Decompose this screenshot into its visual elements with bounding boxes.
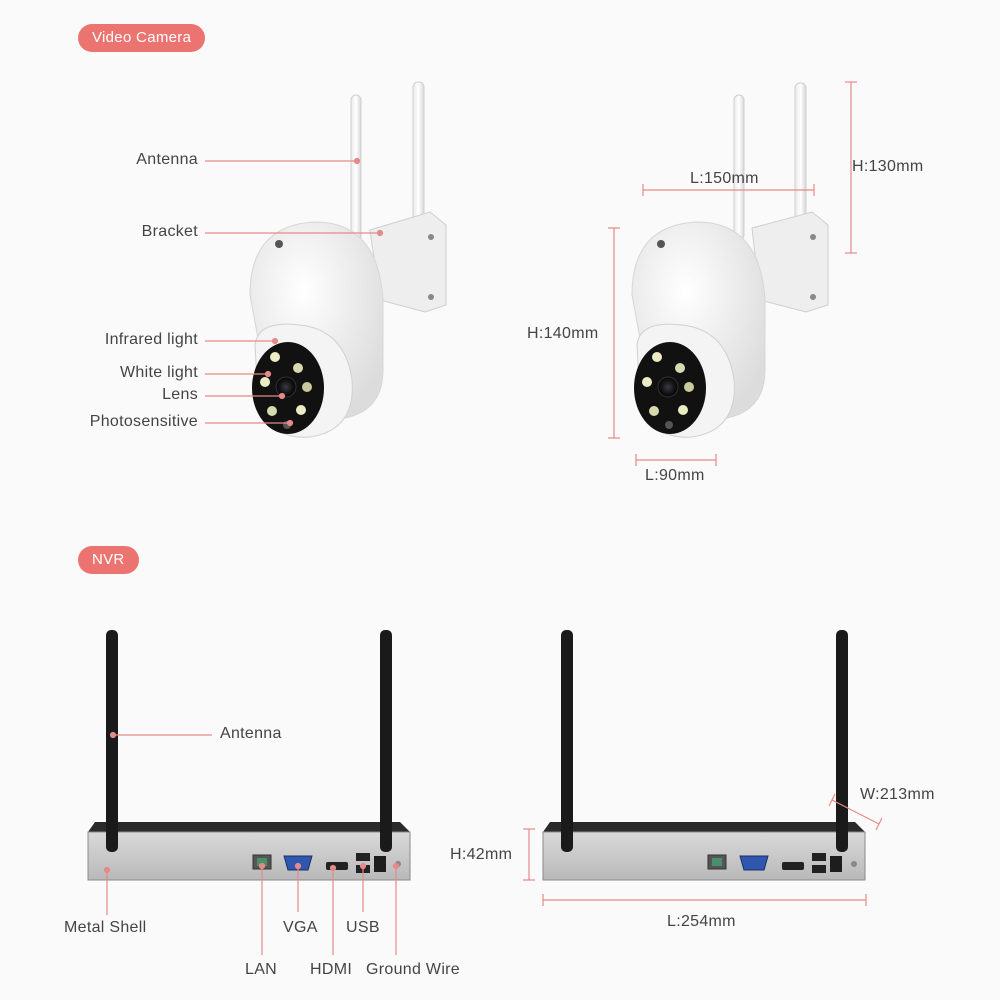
camera-height-right-dim: H:130mm: [852, 158, 924, 175]
nvr-right: [542, 630, 866, 881]
nvr-lan-label: LAN: [245, 961, 278, 978]
nvr-length-dim: L:254mm: [667, 913, 736, 930]
camera-dimension-lines: [608, 81, 857, 466]
camera-height-left-dim: H:140mm: [527, 325, 599, 342]
nvr-antenna-2: [380, 630, 392, 852]
nvr-dimension-lines: [523, 793, 883, 906]
power-port: [374, 856, 386, 872]
nvr-antenna-label: Antenna: [220, 725, 282, 742]
camera-lens-label: Lens: [162, 386, 198, 403]
camera-callouts: [205, 157, 384, 427]
nvr-width-dim: W:213mm: [860, 786, 935, 803]
camera-bracket-label: Bracket: [141, 223, 198, 240]
nvr-hdmi-label: HDMI: [310, 961, 353, 978]
hdmi-port: [326, 862, 348, 870]
camera-sensor-dot: [275, 240, 283, 248]
nvr-usb-label: USB: [346, 919, 380, 936]
camera-photosensitive-label: Photosensitive: [89, 413, 198, 430]
nvr-callouts: [103, 731, 400, 955]
camera-left: [249, 81, 447, 438]
camera-right: [631, 82, 829, 438]
nvr-vga-label: VGA: [283, 919, 318, 936]
usb-port-1: [356, 853, 370, 861]
camera-length-top-dim: L:150mm: [690, 170, 759, 187]
camera-white-light-label: White light: [120, 364, 198, 381]
nvr-metal-shell-label: Metal Shell: [64, 919, 147, 936]
camera-infrared-label: Infrared light: [104, 331, 198, 348]
nvr-ground-wire-label: Ground Wire: [366, 961, 460, 978]
nvr-section-title: NVR: [78, 546, 139, 574]
nvr-left: [87, 630, 411, 881]
camera-lens: [275, 376, 297, 398]
nvr-height-dim: H:42mm: [450, 846, 513, 863]
camera-antenna-label: Antenna: [136, 151, 198, 168]
video-camera-section-title: Video Camera: [78, 24, 206, 52]
camera-length-bottom-dim: L:90mm: [645, 467, 705, 484]
camera-antenna-1: [350, 94, 362, 246]
nvr-antenna-1: [106, 630, 118, 852]
